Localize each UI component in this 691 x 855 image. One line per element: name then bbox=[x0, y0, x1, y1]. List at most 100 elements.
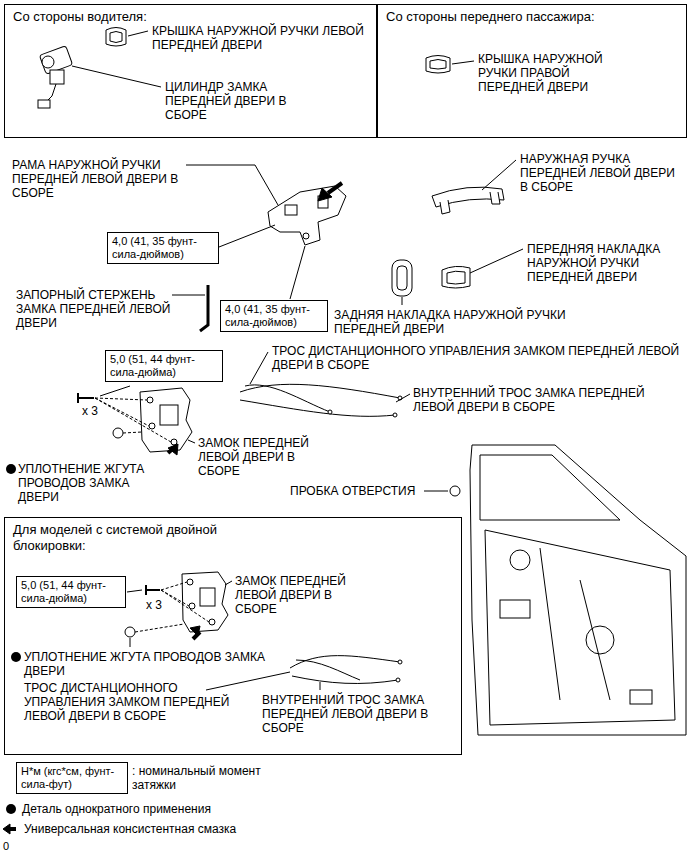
parts-drawing bbox=[171, 439, 177, 445]
legend-torque-box: Н*м (кгс*см, фунт-сила-фут) bbox=[16, 762, 128, 794]
parts-drawing bbox=[209, 619, 215, 625]
parts-drawing bbox=[50, 70, 64, 84]
part-label: ЗАМОК ПЕРЕДНЕЙ ЛЕВОЙ ДВЕРИ В СБОРЕ bbox=[198, 436, 338, 478]
leader-lines bbox=[452, 61, 474, 64]
torque-value: 4,0 (41, 35 фунт-сила-дюймов) bbox=[225, 303, 323, 329]
parts-drawing bbox=[510, 550, 530, 570]
part-label: УПЛОТНЕНИЕ ЖГУТА ПРОВОДОВ ЗАМКА ДВЕРИ bbox=[18, 462, 168, 504]
assembly-lines bbox=[123, 432, 142, 433]
part-label: ЦИЛИНДР ЗАМКА ПЕРЕДНЕЙ ДВЕРИ В СБОРЕ bbox=[165, 80, 315, 122]
torque-value: Н*м (кгс*см, фунт-сила-фут) bbox=[21, 765, 123, 791]
parts-drawing bbox=[442, 266, 470, 288]
grease-arrow bbox=[3, 824, 10, 834]
part-label: ТРОС ДИСТАНЦИОННОГО УПРАВЛЕНИЯ ЗАМКОМ ПЕ… bbox=[24, 681, 239, 723]
parts-drawing bbox=[189, 603, 195, 609]
parts-drawing bbox=[430, 60, 446, 70]
leader-lines bbox=[250, 352, 268, 384]
grease-arrow bbox=[328, 183, 342, 193]
parts-drawing bbox=[42, 56, 54, 68]
leader-lines bbox=[482, 160, 516, 190]
torque-value: 4,0 (41, 35 фунт-сила-дюймов) bbox=[112, 235, 214, 261]
torque-value: 5,0 (51, 44 фунт-сила-дюйма) bbox=[21, 579, 121, 605]
quantity-label: x 3 bbox=[146, 598, 162, 612]
single-use-dot bbox=[11, 652, 21, 662]
parts-drawing bbox=[630, 690, 652, 704]
page-number: 0 bbox=[3, 839, 9, 853]
leader-lines bbox=[72, 66, 161, 87]
part-label: ПЕРЕДНЯЯ НАКЛАДКА НАРУЖНОЙ РУЧКИ ПЕРЕДНЕ… bbox=[527, 242, 687, 284]
leader-lines bbox=[396, 394, 410, 402]
parts-drawing bbox=[392, 260, 412, 296]
leader-lines bbox=[225, 581, 232, 585]
part-label: ЗАДНЯЯ НАКЛАДКА НАРУЖНОЙ РУЧКИ ПЕРЕДНЕЙ … bbox=[334, 308, 614, 336]
parts-drawing bbox=[303, 233, 309, 239]
part-label: КРЫШКА НАРУЖНОЙ РУЧКИ ЛЕВОЙ ПЕРЕДНЕЙ ДВЕ… bbox=[152, 24, 372, 52]
parts-drawing bbox=[396, 678, 400, 682]
assembly-lines bbox=[161, 582, 187, 590]
assembly-lines bbox=[95, 398, 147, 400]
part-label: ВНУТРЕННИЙ ТРОС ЗАМКА ПЕРЕДНЕЙ ЛЕВОЙ ДВЕ… bbox=[413, 386, 653, 414]
leader-lines bbox=[206, 672, 290, 690]
leader-lines bbox=[128, 31, 148, 36]
parts-drawing bbox=[292, 676, 398, 683]
parts-drawing bbox=[268, 186, 346, 245]
part-label: РАМА НАРУЖНОЙ РУЧКИ ПЕРЕДНЕЙ ЛЕВОЙ ДВЕРИ… bbox=[12, 158, 212, 200]
assembly-lines bbox=[95, 398, 149, 426]
parts-drawing bbox=[149, 423, 155, 429]
assembly-lines bbox=[161, 590, 189, 606]
parts-drawing bbox=[540, 548, 610, 700]
parts-drawing bbox=[490, 192, 500, 204]
parts-drawing bbox=[78, 393, 94, 403]
parts-drawing bbox=[182, 572, 228, 632]
parts-drawing bbox=[470, 445, 686, 735]
leader-lines bbox=[402, 297, 403, 305]
grease-arrow bbox=[168, 444, 178, 455]
parts-drawing bbox=[240, 384, 400, 398]
parts-drawing bbox=[398, 660, 402, 664]
parts-drawing bbox=[113, 428, 123, 438]
parts-drawing bbox=[200, 588, 215, 606]
part-label: НАРУЖНАЯ РУЧКА ПЕРЕДНЕЙ ЛЕВОЙ ДВЕРИ В СБ… bbox=[520, 152, 685, 194]
torque-box: 5,0 (51, 44 фунт-сила-дюйма) bbox=[105, 350, 223, 382]
leader-lines bbox=[100, 386, 130, 396]
parts-drawing bbox=[38, 28, 686, 736]
parts-drawing bbox=[110, 32, 122, 43]
assembly-lines bbox=[161, 590, 209, 622]
parts-drawing bbox=[426, 56, 450, 74]
parts-drawing bbox=[200, 285, 208, 331]
panel-heading: Со стороны водителя: bbox=[5, 5, 373, 25]
parts-drawing bbox=[500, 600, 530, 618]
single-use-dot bbox=[6, 804, 16, 814]
parts-drawing bbox=[290, 656, 400, 668]
parts-drawing bbox=[485, 530, 675, 725]
parts-drawing bbox=[38, 100, 50, 108]
part-label: ЗАМОК ПЕРЕДНЕЙ ЛЕВОЙ ДВЕРИ В СБОРЕ bbox=[235, 574, 375, 616]
leader-lines bbox=[127, 590, 142, 592]
assembly-lines bbox=[135, 624, 184, 632]
parts-drawing bbox=[146, 585, 160, 595]
leader-lines bbox=[186, 165, 278, 205]
leader-lines bbox=[424, 491, 448, 492]
parts-drawing bbox=[586, 626, 614, 654]
parts-drawing bbox=[296, 660, 360, 680]
parts-drawing bbox=[140, 388, 192, 452]
leader-lines bbox=[172, 295, 205, 296]
legend-text: Деталь однократного применения bbox=[22, 802, 211, 816]
part-label: ТРОС ДИСТАНЦИОННОГО УПРАВЛЕНИЯ ЗАМКОМ ПЕ… bbox=[272, 344, 687, 372]
leader-lines bbox=[219, 225, 275, 247]
parts-drawing bbox=[393, 413, 397, 417]
grease-arrow bbox=[190, 626, 200, 636]
parts-drawing bbox=[187, 579, 193, 585]
grease-arrow bbox=[3, 183, 342, 834]
parts-drawing bbox=[245, 385, 330, 412]
parts-drawing bbox=[125, 627, 135, 637]
parts-drawing bbox=[328, 410, 332, 414]
panel-heading: Для моделей с системой двойной блокировк… bbox=[5, 518, 273, 554]
parts-drawing bbox=[106, 28, 126, 47]
parts-drawing bbox=[285, 205, 297, 215]
torque-box: 4,0 (41, 35 фунт-сила-дюймов) bbox=[220, 300, 328, 332]
panel-heading: Со стороны переднего пассажира: bbox=[378, 5, 686, 25]
legend-text: Универсальная консистентная смазка bbox=[24, 822, 236, 836]
